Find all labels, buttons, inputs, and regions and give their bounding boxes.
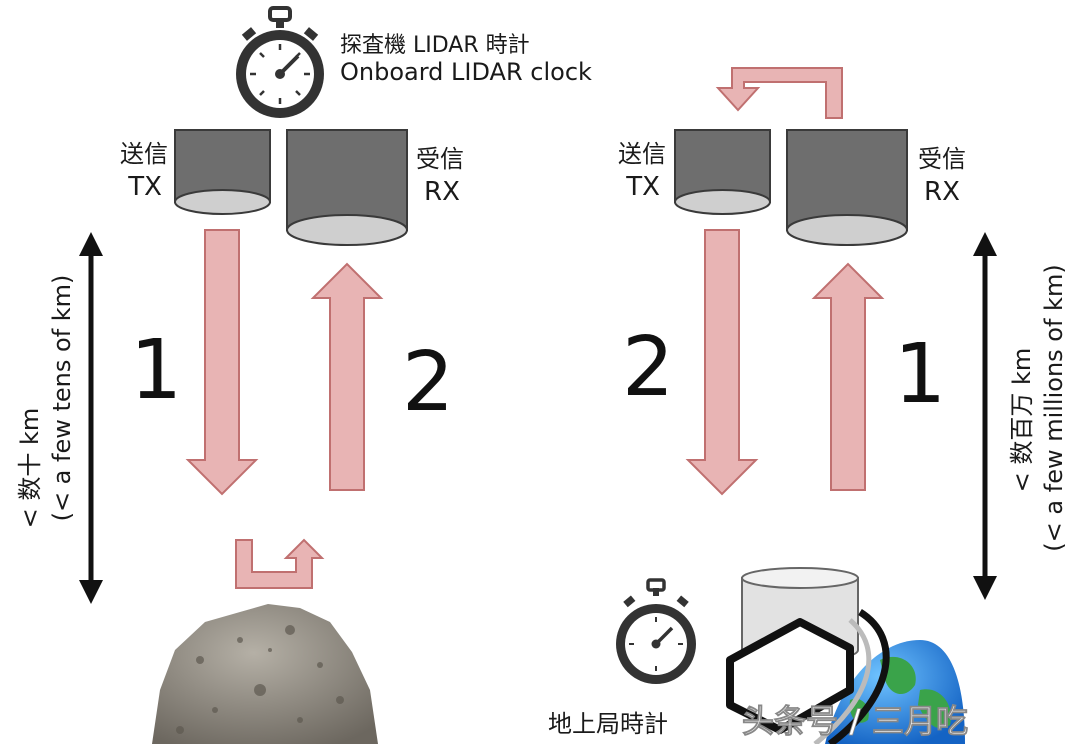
- left-tx-telescope: [174, 129, 271, 215]
- right-rx-label-jp: 受信: [918, 145, 966, 173]
- right-tx-label-jp: 送信: [618, 140, 666, 168]
- ground-stopwatch-icon: [616, 578, 696, 684]
- right-distance-label-jp: < 数百万 km: [1008, 348, 1036, 493]
- right-up-arrow: [811, 262, 885, 491]
- left-rx-label-jp: 受信: [416, 145, 464, 173]
- watermark: 头条号 / 三月吃: [742, 702, 968, 740]
- left-distance-label-en: (< a few tens of km): [48, 275, 76, 522]
- right-rx-label-en: RX: [924, 177, 960, 207]
- right-distance-arrow: [973, 232, 997, 600]
- ground-antenna-image: [726, 567, 890, 744]
- loopback-arrow: [715, 67, 843, 119]
- left-rx-telescope: [286, 129, 408, 246]
- asteroid-image: [152, 604, 378, 744]
- bounce-arrow: [235, 538, 325, 589]
- left-step-up-number: 2: [402, 335, 454, 430]
- right-down-arrow: [685, 229, 759, 496]
- stopwatch-icon: [236, 6, 324, 118]
- right-step-down-number: 2: [622, 320, 674, 415]
- right-distance-label-en: (< a few millions of km): [1040, 264, 1068, 551]
- onboard-clock-label-en: Onboard LIDAR clock: [340, 58, 592, 86]
- left-rx-label-en: RX: [424, 177, 460, 207]
- onboard-clock-label-jp: 探査機 LIDAR 時計: [340, 33, 530, 58]
- left-tx-label-jp: 送信: [120, 140, 168, 168]
- left-tx-label-en: TX: [127, 172, 162, 202]
- right-step-up-number: 1: [894, 327, 946, 422]
- left-down-arrow: [185, 229, 259, 496]
- left-distance-arrow: [79, 232, 103, 604]
- right-tx-label-en: TX: [625, 172, 660, 202]
- left-up-arrow: [310, 262, 384, 491]
- left-step-down-number: 1: [130, 323, 182, 418]
- right-rx-telescope: [786, 129, 908, 246]
- ground-clock-label: 地上局時計: [548, 710, 668, 738]
- left-distance-label-jp: < 数十 km: [16, 408, 44, 529]
- right-tx-telescope: [674, 129, 771, 215]
